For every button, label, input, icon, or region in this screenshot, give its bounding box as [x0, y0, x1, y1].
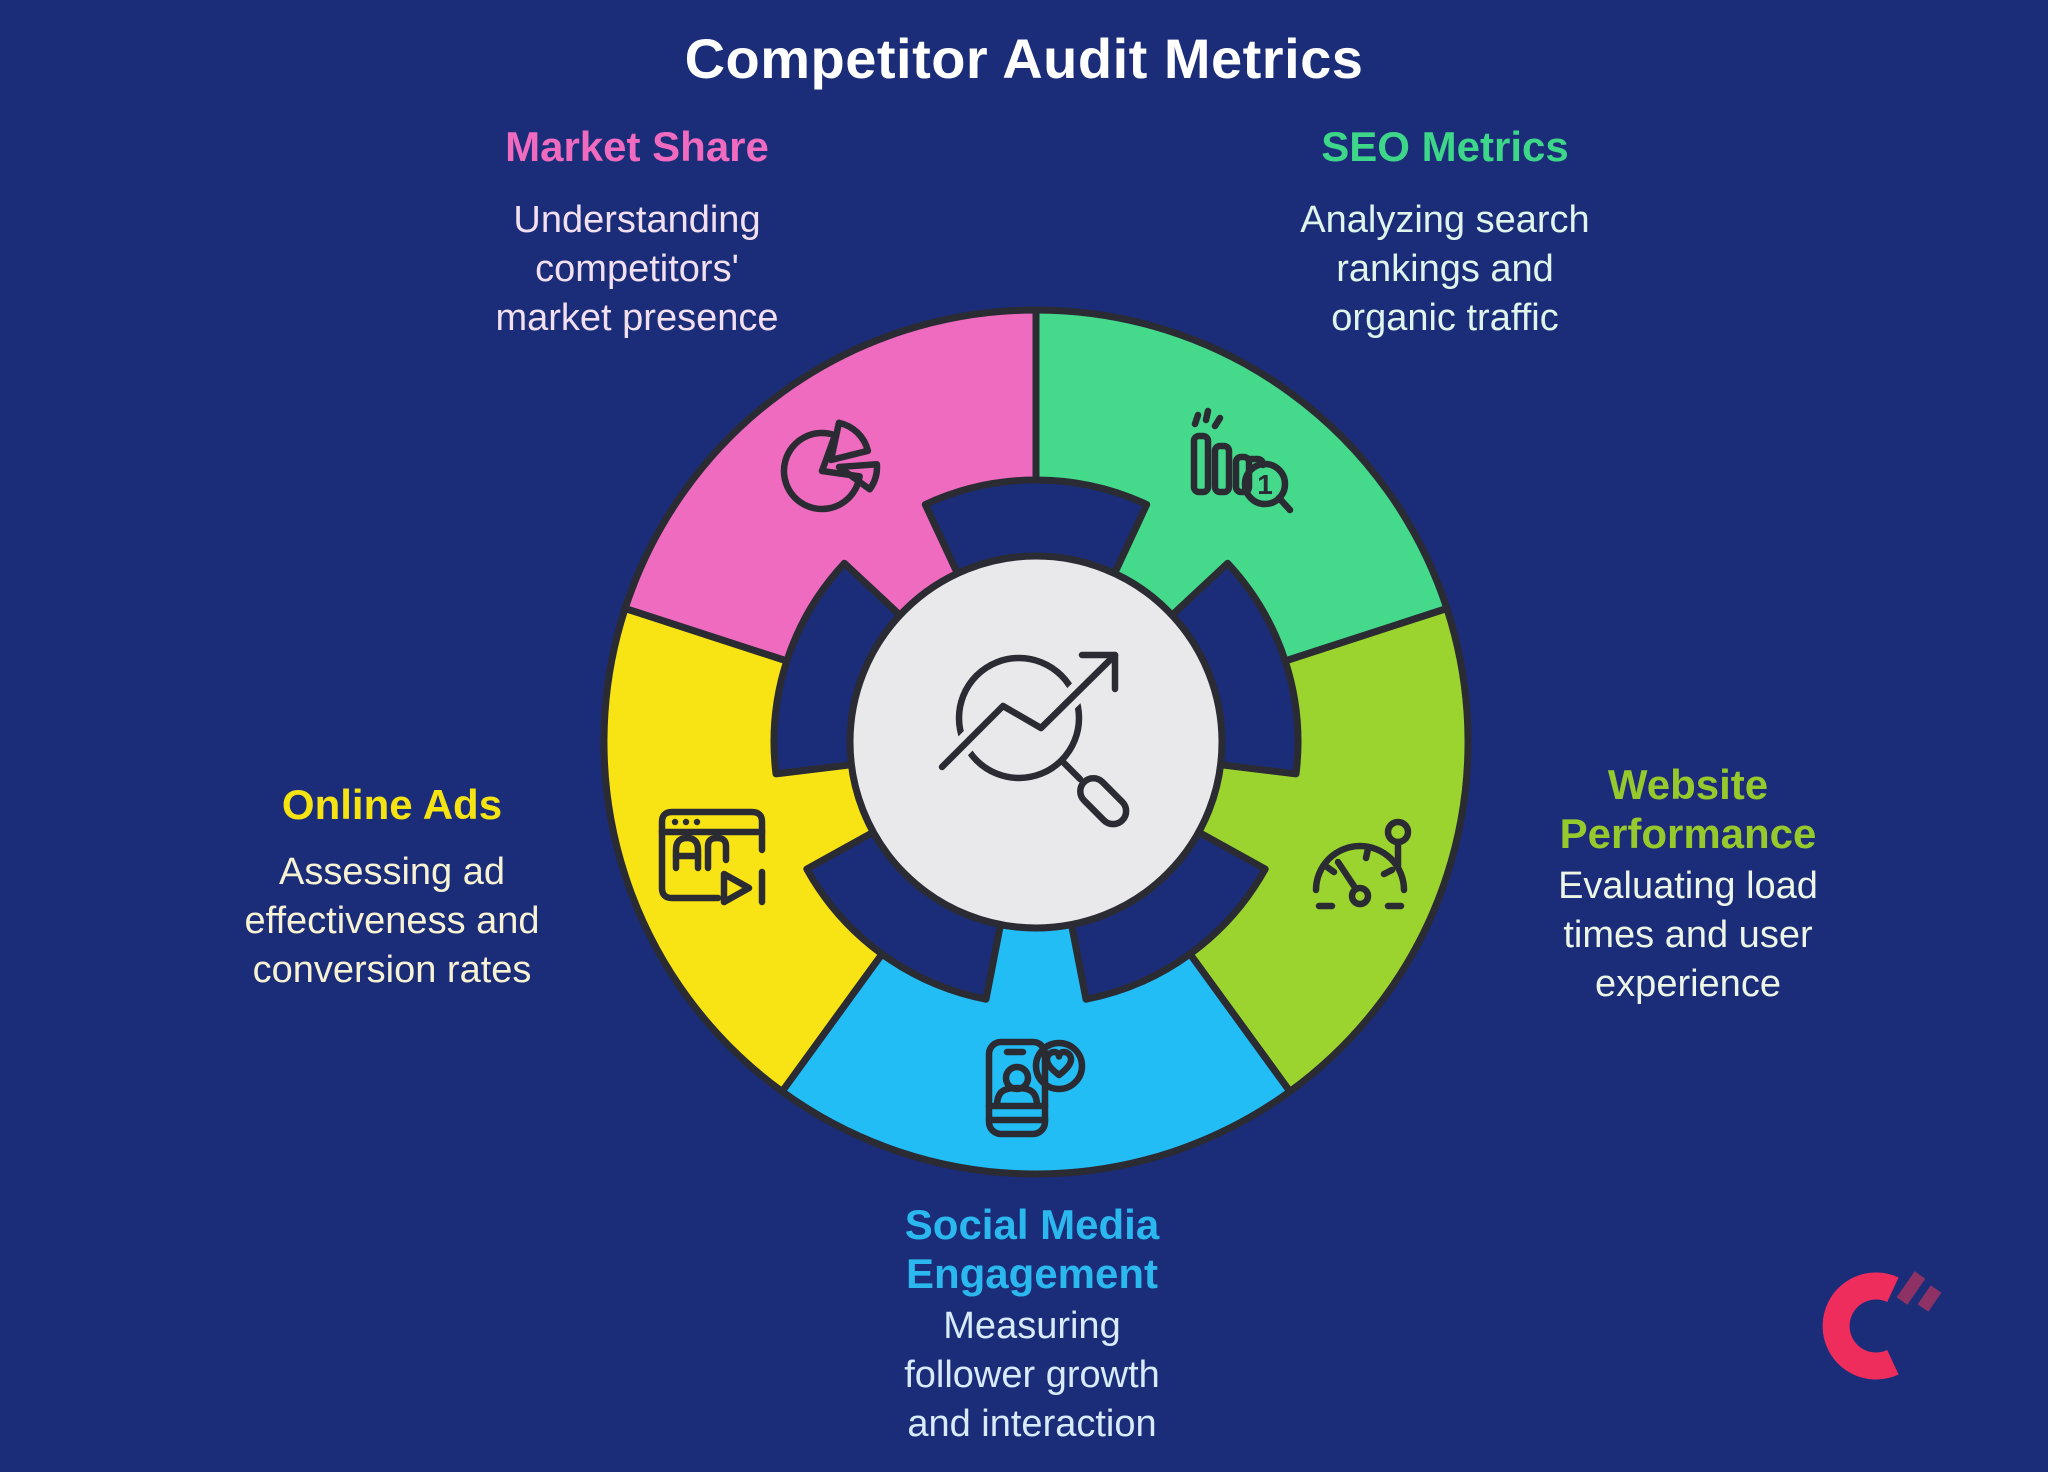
phone-heart-icon	[985, 1038, 1086, 1138]
pie-chart-icon	[780, 419, 881, 513]
play-icon	[720, 870, 753, 906]
wheel-segments	[600, 306, 1472, 1178]
ad-window-icon	[658, 808, 766, 906]
section-heading: Market Share	[505, 123, 769, 170]
segment-website-performance	[1179, 605, 1472, 1095]
magnifier-trend-icon	[932, 645, 1130, 828]
heart-badge-circle	[1032, 1039, 1086, 1093]
speedometer-icon	[1312, 818, 1412, 910]
center-circle	[846, 552, 1226, 932]
brand-c-logo	[1822, 1271, 1942, 1380]
section-heading: Online Ads	[281, 781, 503, 828]
segment-online-ads	[600, 605, 893, 1095]
logo-c-arc	[1822, 1272, 1899, 1380]
ranking-bar-chart-icon: 1	[1190, 407, 1294, 514]
section-heading: SEO Metrics	[1321, 123, 1569, 170]
rank-number: 1	[1257, 469, 1273, 500]
segment-seo-metrics	[1032, 306, 1451, 665]
heart-icon	[1043, 1048, 1075, 1079]
logo-slash-1	[1896, 1271, 1926, 1305]
infographic-title: Competitor Audit Metrics	[684, 27, 1364, 90]
logo-slash-2	[1917, 1285, 1942, 1312]
